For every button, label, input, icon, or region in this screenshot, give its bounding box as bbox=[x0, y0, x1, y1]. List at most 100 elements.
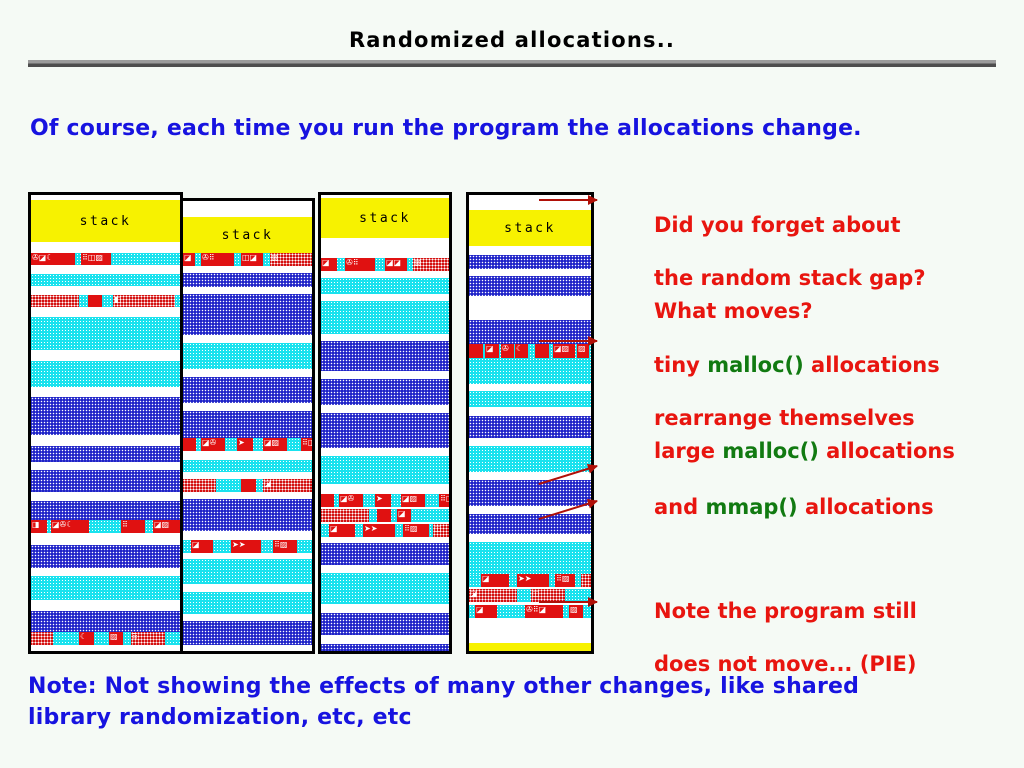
tiny-code: malloc() bbox=[707, 353, 804, 378]
annotation-pie-line2: does not move... (PIE) bbox=[654, 651, 917, 676]
chunk-glyphs: ▨ bbox=[578, 345, 586, 353]
memory-band-blue bbox=[31, 446, 180, 462]
chunk-glyphs: ◪✇ bbox=[202, 439, 217, 447]
memory-band-white bbox=[183, 531, 312, 540]
memory-band-white bbox=[183, 369, 312, 377]
chunk-glyphs: ◪ bbox=[398, 510, 406, 518]
memory-band-white bbox=[183, 204, 312, 217]
memory-band-blue bbox=[321, 644, 449, 651]
chunk-glyphs: ◪▨ bbox=[554, 345, 570, 353]
memory-band-blue bbox=[469, 514, 591, 534]
annotation-tiny-malloc-line1: tiny malloc() allocations bbox=[654, 352, 940, 378]
memory-band-cyan: ◪➤➤⠿▨◫ bbox=[321, 524, 449, 537]
memory-band-white bbox=[321, 448, 449, 456]
memory-band-blue bbox=[183, 411, 312, 438]
memory-column-1: stack✇◪☾⠿◫▨◧◨◪✇☾⠿◪▨☾▨⠿program bbox=[28, 192, 183, 654]
memory-band-white bbox=[31, 350, 180, 361]
allocation-chunk: ◪✇☾ bbox=[51, 520, 89, 533]
chunk-glyphs: ▨ bbox=[110, 633, 118, 641]
allocation-chunk: ◪▨ bbox=[153, 520, 180, 533]
memory-band-white bbox=[183, 472, 312, 479]
memory-band-cyan bbox=[31, 274, 180, 286]
memory-band-cyan bbox=[469, 542, 591, 574]
chunk-glyphs: ➤➤ bbox=[232, 541, 246, 549]
chunk-glyphs: ⠿◫ bbox=[302, 439, 315, 447]
allocation-chunk: ▨ bbox=[577, 344, 589, 358]
allocation-chunk bbox=[183, 479, 216, 492]
memory-band-white bbox=[321, 405, 449, 413]
memory-band-white bbox=[31, 600, 180, 611]
memory-band-cyan bbox=[183, 559, 312, 584]
allocation-chunk: ⠿ bbox=[121, 520, 145, 533]
allocation-chunk: ➤➤ bbox=[517, 574, 549, 587]
footnote-text: Note: Not showing the effects of many ot… bbox=[28, 674, 860, 730]
allocation-chunk bbox=[183, 438, 196, 451]
allocation-chunk bbox=[31, 632, 53, 645]
chunk-glyphs: ▨ bbox=[414, 259, 422, 267]
memory-band-white bbox=[183, 614, 312, 621]
annotation-tiny-malloc-line2: rearrange themselves bbox=[654, 405, 915, 430]
memory-band-blue bbox=[183, 294, 312, 335]
allocation-chunk: ◪ bbox=[481, 574, 509, 587]
chunk-glyphs: ⠿▨ bbox=[556, 575, 570, 583]
annotation-what-moves: What moves? bbox=[654, 272, 813, 351]
allocation-chunk: ◪ bbox=[329, 524, 355, 537]
memory-band-cyan bbox=[321, 278, 449, 294]
memory-band-yellow: stack bbox=[469, 210, 591, 246]
chunk-glyphs: ⠿◫ bbox=[440, 495, 449, 503]
memory-band-cyan bbox=[31, 361, 180, 387]
memory-band-white bbox=[31, 462, 180, 470]
memory-band-white bbox=[183, 335, 312, 343]
chunk-glyphs: ◪✇☾ bbox=[52, 521, 74, 529]
memory-band-cyan bbox=[469, 391, 591, 407]
memory-band-white bbox=[469, 534, 591, 542]
memory-band-white bbox=[31, 533, 180, 545]
chunk-glyphs: ◪◪ bbox=[386, 259, 402, 267]
arrow-stack-gap bbox=[539, 199, 597, 201]
allocation-chunk bbox=[377, 509, 391, 522]
memory-band-blue bbox=[321, 413, 449, 448]
chunk-glyphs: ▨ bbox=[271, 254, 279, 262]
allocation-chunk: ⠿◫ bbox=[301, 438, 315, 451]
allocation-chunk bbox=[581, 574, 591, 587]
memory-band-cyan: ◨◪✇☾⠿◪▨ bbox=[31, 520, 180, 533]
allocation-chunk: ▨ bbox=[569, 605, 583, 618]
memory-band-yellow: stack bbox=[31, 200, 180, 242]
memory-band-white bbox=[321, 604, 449, 613]
allocation-chunk: ✇◪☾ bbox=[31, 253, 75, 265]
memory-band-cyan: ◪✇⠿◫◪▨ bbox=[183, 253, 312, 266]
allocation-chunk: ◫ bbox=[531, 589, 565, 602]
memory-band-white bbox=[31, 242, 180, 253]
chunk-glyphs: ⠿◫▨ bbox=[82, 254, 103, 262]
memory-band-cyan bbox=[31, 317, 180, 350]
chunk-glyphs: ☾ bbox=[80, 633, 88, 641]
memory-band-white bbox=[321, 271, 449, 278]
large-code: malloc() bbox=[722, 439, 819, 464]
memory-band-cyan bbox=[469, 358, 591, 384]
stack-label: stack bbox=[79, 214, 132, 229]
allocation-chunk: ◪ bbox=[191, 540, 213, 553]
title-divider bbox=[28, 60, 996, 67]
chunk-glyphs: ✇◪☾ bbox=[32, 254, 54, 262]
memory-band-blue bbox=[321, 543, 449, 565]
memory-band-blue bbox=[321, 379, 449, 405]
memory-band-yellow: program bbox=[469, 643, 591, 651]
memory-band-white bbox=[183, 492, 312, 499]
arrow-tiny-malloc bbox=[539, 340, 597, 342]
memory-band-blue bbox=[31, 545, 180, 568]
memory-band-white bbox=[183, 451, 312, 460]
allocation-chunk: ➤ bbox=[237, 438, 253, 451]
memory-band-cyan: ◪✇⠿◪◪▨ bbox=[321, 258, 449, 271]
annotation-pie-line1: Note the program still bbox=[654, 599, 917, 624]
stack-label: stack bbox=[221, 228, 274, 243]
allocation-chunk: ✇⠿ bbox=[201, 253, 234, 266]
memory-band-white bbox=[31, 307, 180, 317]
annotation-large-malloc-line1: large malloc() allocations bbox=[654, 438, 955, 464]
allocation-chunk bbox=[535, 344, 549, 358]
memory-band-cyan: ◪ bbox=[321, 509, 449, 522]
annotation-pie-note: Note the program still does not move... … bbox=[654, 572, 917, 703]
allocation-chunk: ▨ bbox=[109, 632, 123, 645]
allocation-chunk: ➤➤ bbox=[231, 540, 261, 553]
allocation-chunk: ◪ bbox=[485, 344, 499, 358]
